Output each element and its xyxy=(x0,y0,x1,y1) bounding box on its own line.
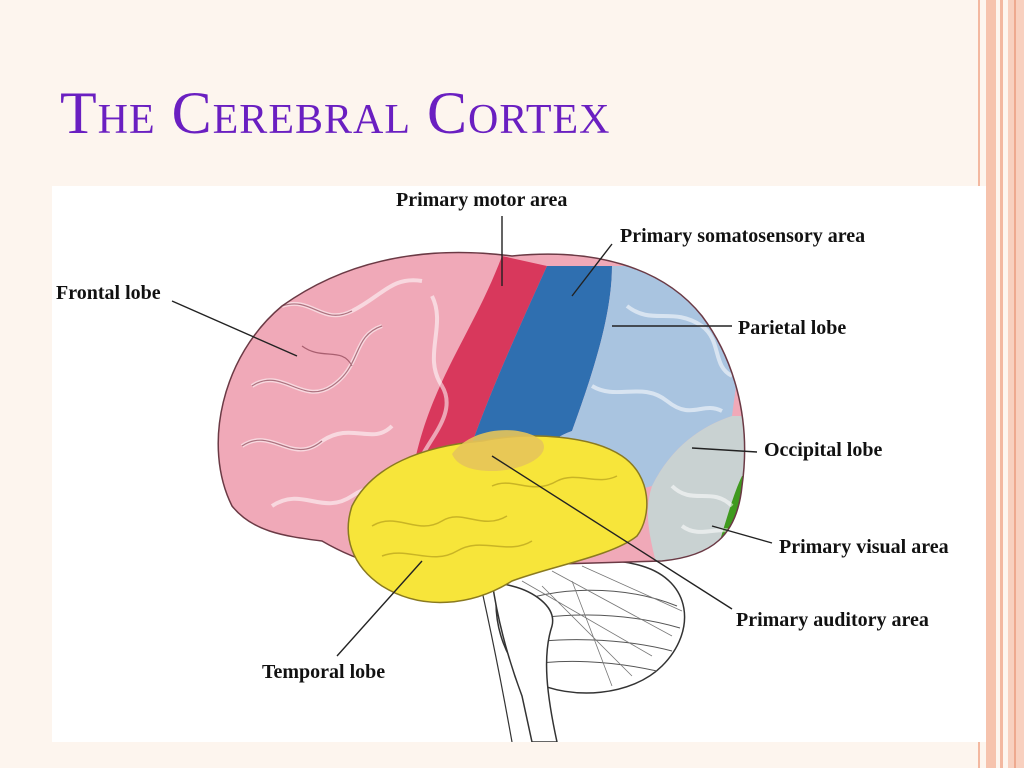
label-temporal-lobe: Temporal lobe xyxy=(262,661,385,683)
label-parietal-lobe: Parietal lobe xyxy=(738,317,846,339)
leader-lines xyxy=(171,216,773,657)
label-primary-motor-area: Primary motor area xyxy=(396,189,567,211)
label-frontal-lobe: Frontal lobe xyxy=(56,282,161,304)
label-occipital-lobe: Occipital lobe xyxy=(764,439,882,461)
brain-diagram: Primary motor area Primary somatosensory… xyxy=(52,186,986,742)
label-primary-auditory-area: Primary auditory area xyxy=(736,609,929,631)
temporal-lobe-region xyxy=(347,430,648,604)
label-primary-visual-area: Primary visual area xyxy=(779,536,949,558)
brainstem xyxy=(481,580,558,742)
brain-illustration: Primary motor area Primary somatosensory… xyxy=(56,189,949,742)
slide-title: The Cerebral Cortex xyxy=(60,80,611,146)
primary-auditory-area-region xyxy=(452,430,544,471)
label-primary-somatosensory-area: Primary somatosensory area xyxy=(620,225,865,247)
